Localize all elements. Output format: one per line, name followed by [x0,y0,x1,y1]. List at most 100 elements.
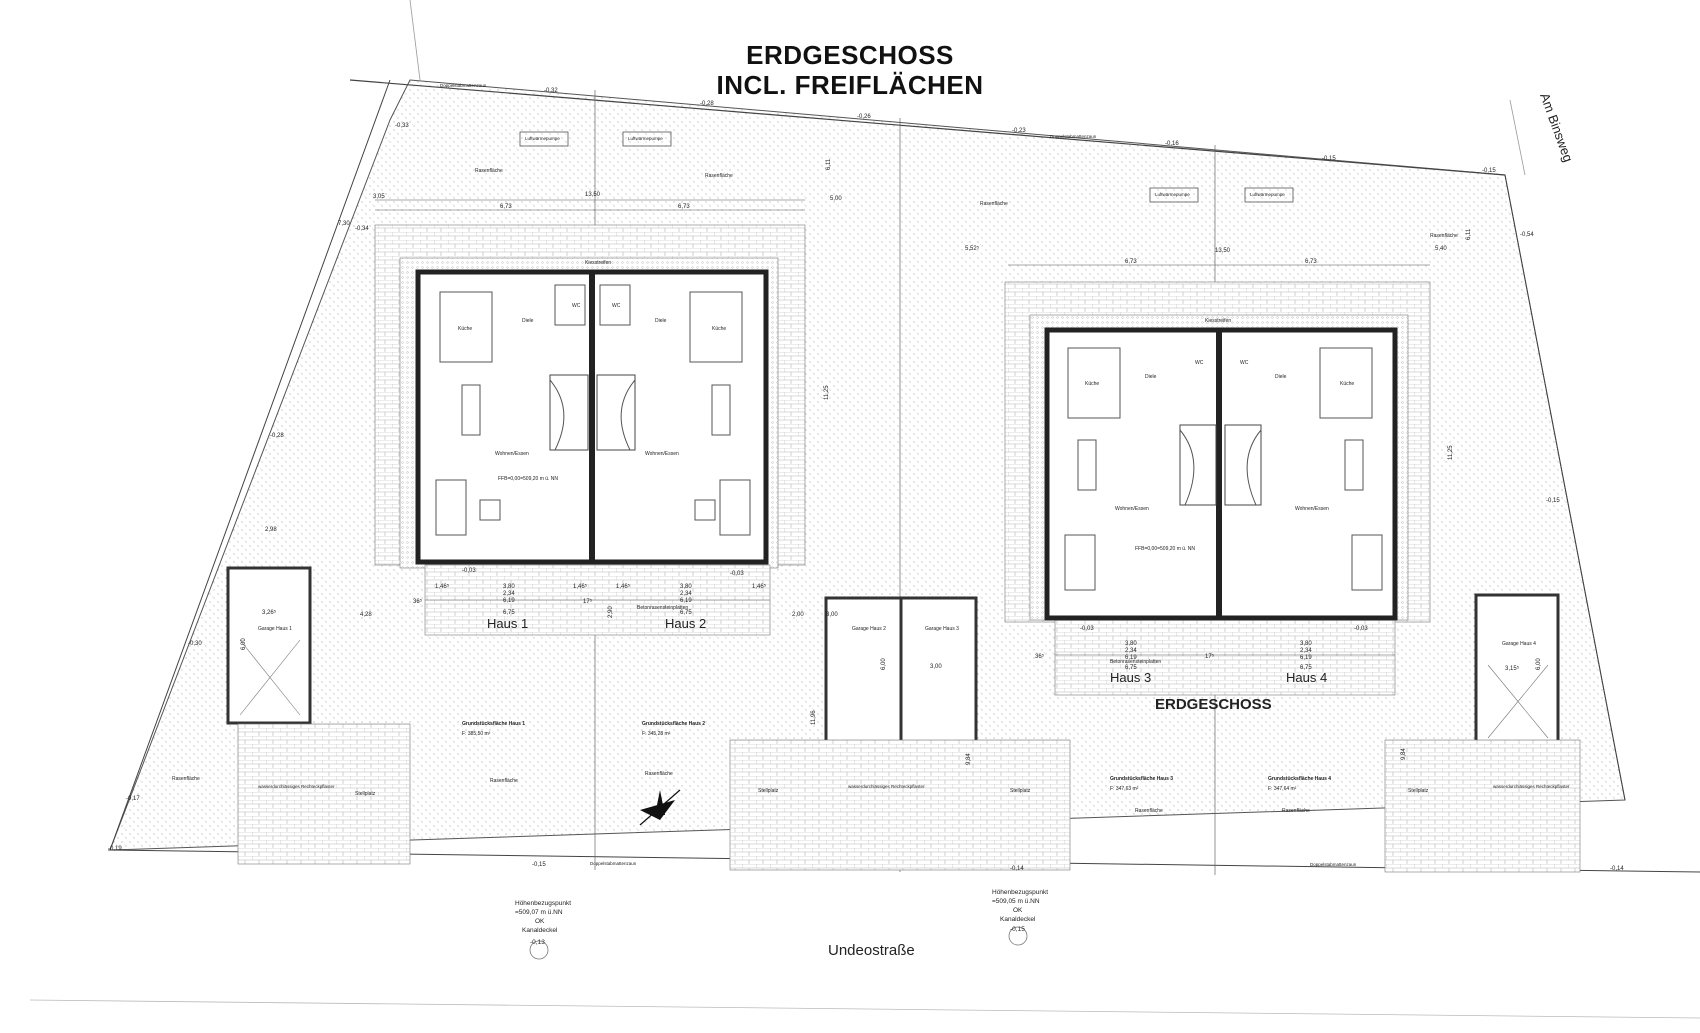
level-m033: -0,33 [395,123,409,129]
garage-haus-3 [899,596,978,748]
drawing-title-line2: INCL. FREIFLÄCHEN [716,70,984,100]
plot-area-2: F: 345,28 m² [642,731,671,737]
gravel-label-left: Kiesstreifen [585,260,611,266]
ref-2-line-5: -0,15 [1010,926,1025,933]
room-diele-2: Diele [655,318,667,324]
dim-552: 5,52⁵ [965,245,980,252]
dim-380-1: 3,80 [503,584,515,590]
garage-label-4: Garage Haus 4 [1502,641,1536,647]
level-m019: -0,19 [108,846,122,852]
reference-point-marker-2 [1008,926,1028,946]
parking-label-1: Stellplatz [355,791,376,797]
dim-146-3: 1,46⁵ [616,583,631,590]
stair-house-2 [596,374,636,451]
level-m028-left: -0,28 [270,433,284,439]
plot-area-3: F: 347,63 m² [1110,786,1139,792]
dim-380-2: 3,80 [680,584,692,590]
paver-label-1: wasserdurchlässiges Rechteckpflaster [258,784,335,789]
dim-619-2: 6,19 [680,598,692,604]
room-diele-3: Diele [1145,374,1157,380]
level-m015-right: -0,15 [1546,498,1560,504]
garage-label-2: Garage Haus 2 [852,626,886,632]
dim-600-2: 6,00 [881,658,887,670]
dim-984-2: 9,84 [1401,748,1407,760]
dim-600-1: 6,00 [241,638,247,650]
level-m003-2: -0,03 [730,571,744,577]
dim-675-2: 6,75 [680,610,692,616]
dim-017-2: 17⁵ [1205,653,1215,660]
level-m003-1: -0,03 [462,568,476,574]
room-kueche-4: Küche [1340,381,1354,387]
lawn-label-4: Rasenfläche [1430,233,1458,239]
ffb-label-right: FFB=0,00=509,20 m ü. NN [1135,546,1195,552]
room-wohnen-4: Wohnen/Essen [1295,506,1329,512]
terrace-right [1054,619,1396,696]
dim-146-2: 1,46⁵ [573,583,588,590]
dim-619-1: 6,19 [503,598,515,604]
dim-326: 3,26⁵ [262,609,277,616]
dim-673-1: 6,73 [500,204,512,210]
driveway-haus-4 [1384,739,1581,873]
fence-label-south: Doppelstabmattenzaun [590,861,637,866]
garage-label-1: Garage Haus 1 [258,626,292,632]
ref-2-line-3: OK [1013,907,1023,914]
dim-540: 5,40 [1435,246,1447,252]
level-m003-3: -0,03 [1080,626,1094,632]
house-label-3: Haus 3 [1110,670,1151,685]
dim-600-3: 6,00 [1536,658,1542,670]
dim-1350-right: 13,50 [1215,248,1231,254]
dim-017-1: 17⁵ [583,598,593,605]
room-wc-3: WC [1195,360,1204,366]
lawn-label-5: Rasenfläche [172,776,200,782]
dim-1125-left: 11,25 [824,385,830,400]
plot-name-2: Grundstücksfläche Haus 2 [642,721,705,727]
dim-611-2: 6,11 [1466,228,1472,240]
level-m028-top: -0,28 [700,101,714,107]
dim-234-2: 2,34 [680,591,692,597]
dim-234-3: 2,34 [1125,648,1137,654]
plot-name-4: Grundstücksfläche Haus 4 [1268,776,1331,782]
dim-673-3: 6,73 [1125,259,1137,265]
level-m032: -0,32 [544,88,558,94]
dim-428: 4,28 [360,612,372,618]
level-m015-top: -0,15 [1322,156,1336,162]
garage-haus-4 [1474,593,1560,747]
dim-675-3: 6,75 [1125,665,1137,671]
ref-1-line-3: OK [535,918,545,925]
stair-house-3 [1179,424,1217,506]
north-arrow-icon [639,789,681,826]
dim-619-3: 6,19 [1125,655,1137,661]
north-property-line [349,79,1506,176]
ref-2-line-2: =509,05 m ü.NN [992,898,1040,905]
room-wohnen-3: Wohnen/Essen [1115,506,1149,512]
room-wc-4: WC [1240,360,1249,366]
dim-300-2: 3,00 [930,664,942,670]
heatpump-label-4: Luftwärmepumpe [1250,192,1285,197]
level-m014-right: -0,14 [1610,866,1624,872]
dim-673-2: 6,73 [678,204,690,210]
paver-label-3: wasserdurchlässiges Rechteckpflaster [1493,784,1570,789]
room-wohnen-1: Wohnen/Essen [495,451,529,457]
heatpump-label-1: Luftwärmepumpe [525,136,560,141]
west-property-line [109,79,391,851]
heatpump-box-2 [622,131,672,147]
plot-area-4: F: 347,64 m² [1268,786,1297,792]
level-m014-mid: -0,14 [1010,866,1024,872]
dim-675-1: 6,75 [503,610,515,616]
garage-label-3: Garage Haus 3 [925,626,959,632]
dim-611-1: 6,11 [826,158,832,170]
stair-house-1 [549,374,589,451]
ref-1-line-2: =509,07 m ü.NN [515,909,563,916]
street-am-binsweg: Am Binsweg [1537,91,1576,164]
room-diele-1: Diele [522,318,534,324]
parking-label-4: Stellplatz [1408,788,1429,794]
dim-290: 2,90 [608,606,614,618]
dim-380-3: 3,80 [1125,641,1137,647]
fence-label-south-right: Doppelstabmattenzaun [1310,862,1357,867]
ref-1-line-5: -0,13 [530,939,545,946]
dim-036-1: 36⁵ [413,598,423,605]
ref-2-line-4: Kanaldeckel [1000,916,1036,923]
plot-name-3: Grundstücksfläche Haus 3 [1110,776,1173,782]
level-m054: -0,54 [1520,232,1534,238]
